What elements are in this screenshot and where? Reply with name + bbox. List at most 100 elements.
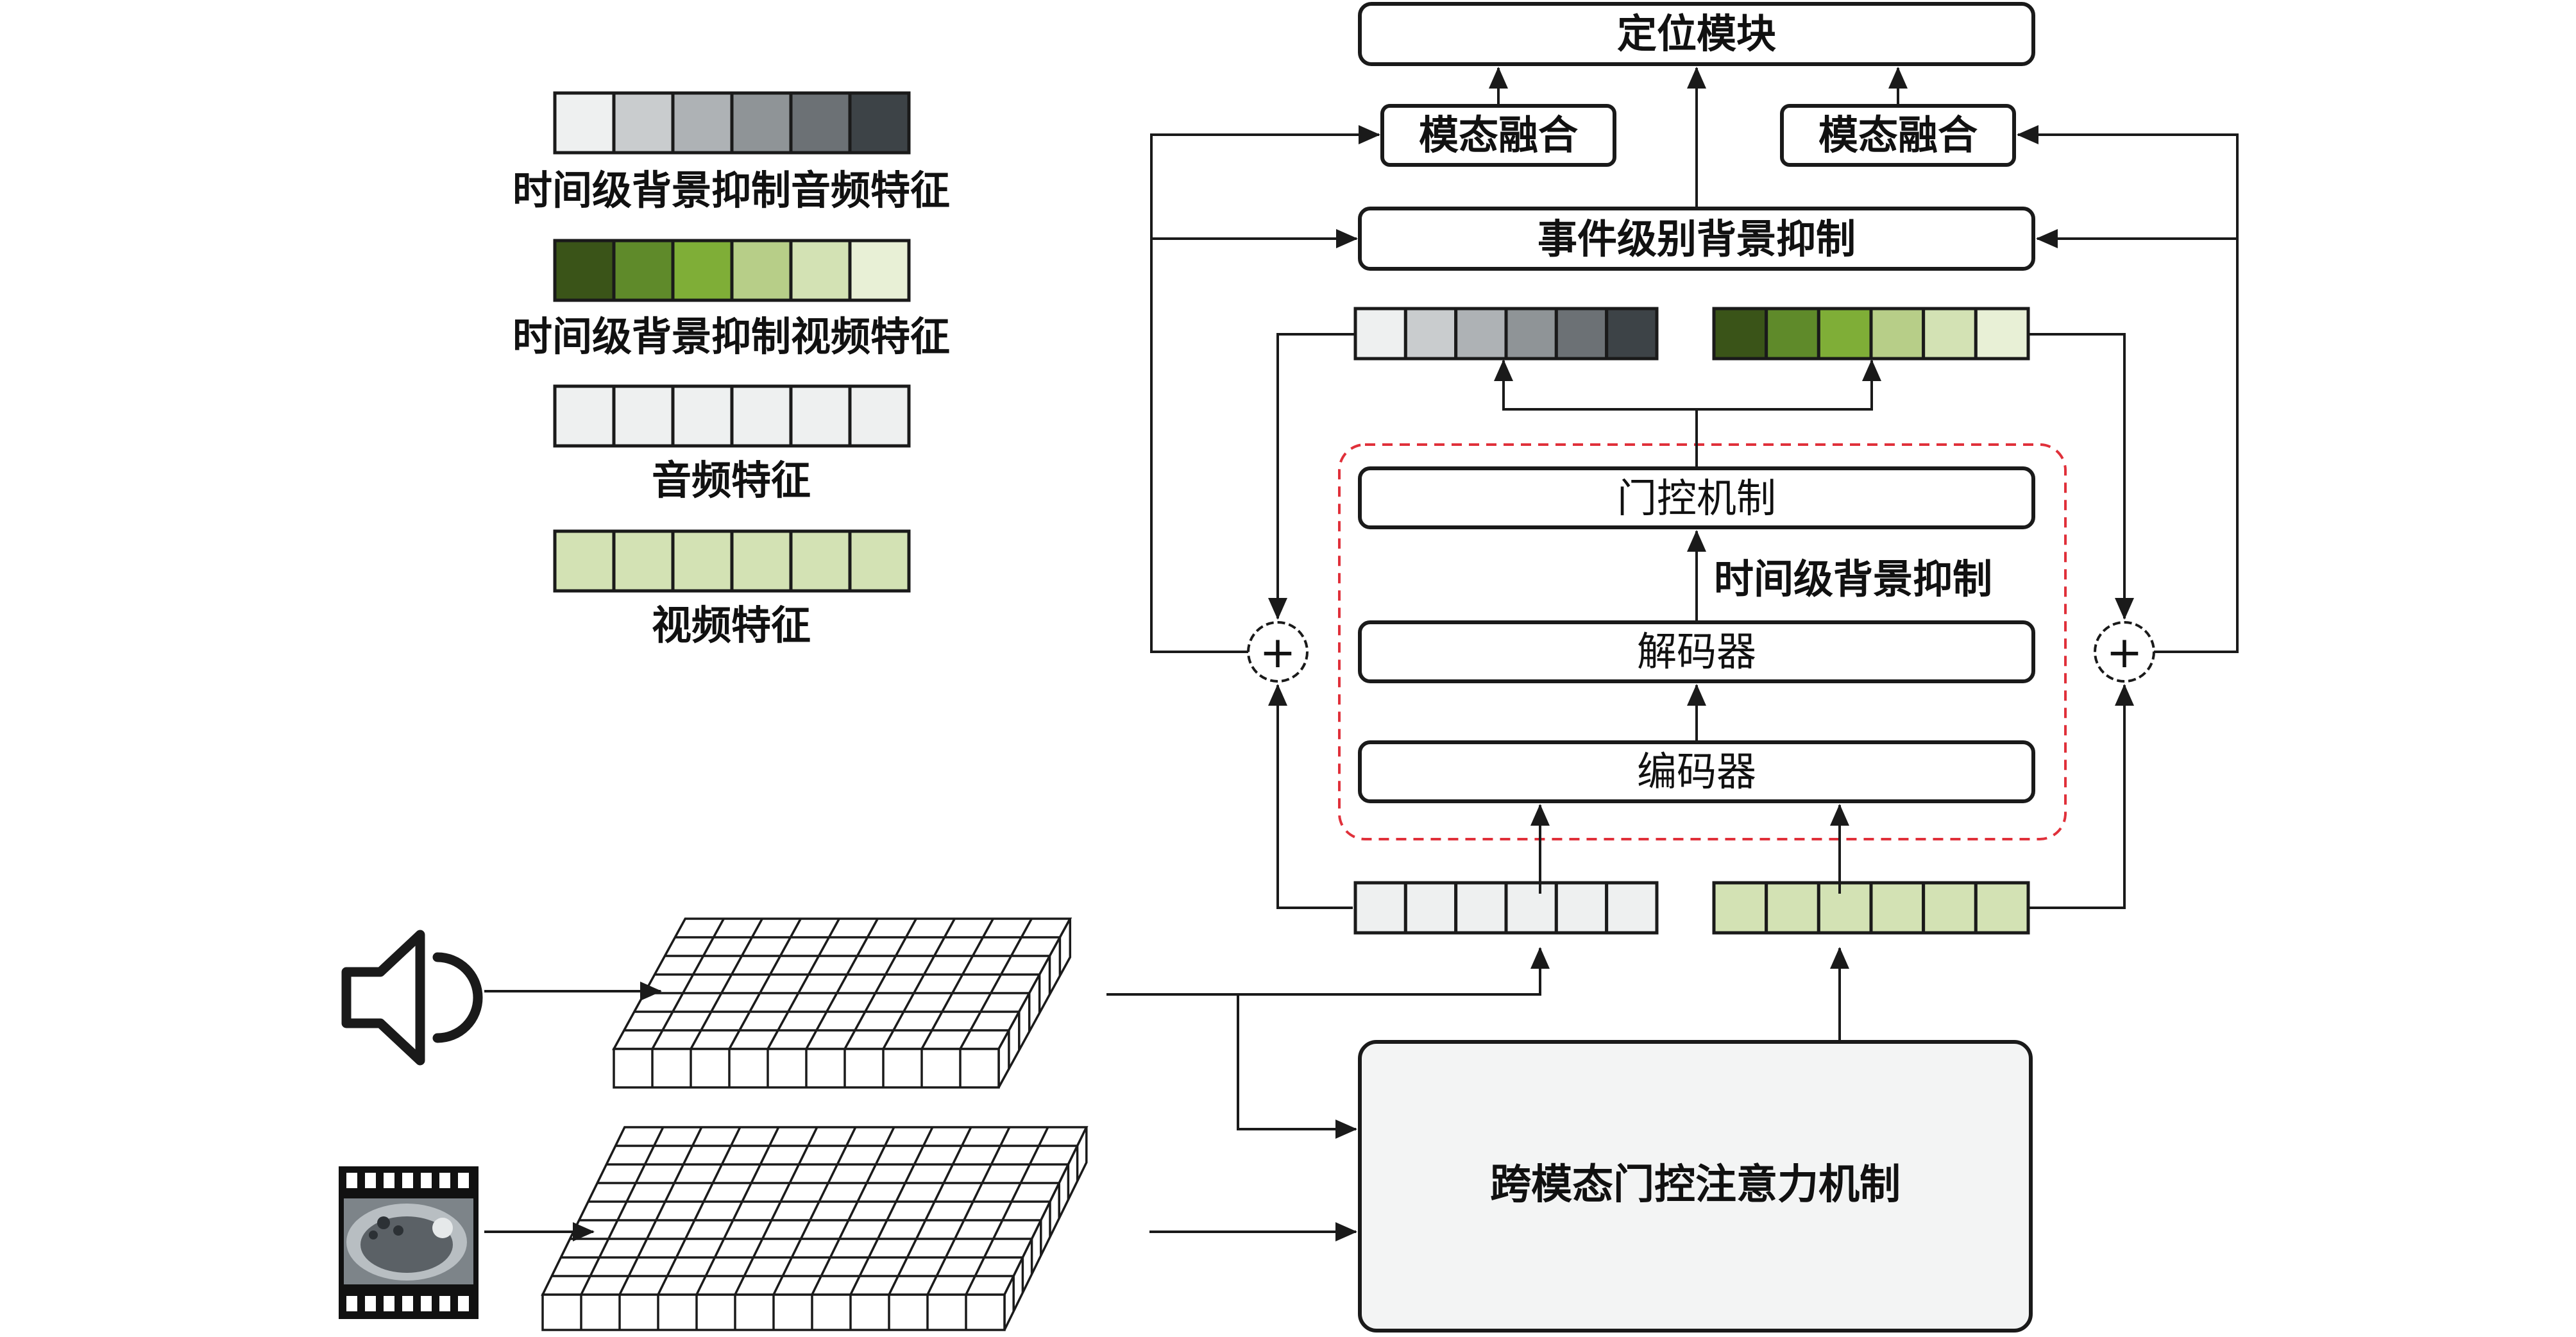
grid-line [695, 1127, 780, 1295]
feature-cell [730, 239, 793, 302]
feature-cell [1765, 307, 1820, 361]
legend-label: 音频特征 [652, 457, 811, 504]
grid-line [657, 1127, 741, 1295]
grid-line [690, 918, 763, 1050]
fusion-right-label: 模态融合 [1818, 112, 1978, 158]
encoder: 编码器 [1358, 740, 2035, 803]
legend: 时间级背景抑制音频特征 时间级背景抑制视频特征 音频特征 视频特征 [513, 91, 950, 649]
feature-cell [1403, 881, 1458, 935]
grid-line [926, 1127, 1011, 1295]
speaker-icon [341, 930, 483, 1066]
video-feature-grid [541, 1126, 1089, 1331]
legend-video-suppressed: 时间级背景抑制视频特征 [513, 239, 950, 360]
grid-line [843, 918, 917, 1050]
feature-cell [848, 91, 911, 155]
feature-cell [553, 384, 616, 448]
feature-cell [1554, 307, 1609, 361]
film-sprocket [346, 1173, 357, 1188]
film-sprocket [439, 1296, 450, 1311]
feature-cell [1922, 307, 1978, 361]
gating-label: 门控机制 [1617, 475, 1776, 522]
legend-video-feature: 视频特征 [553, 529, 911, 649]
film-sprocket [458, 1173, 469, 1188]
encoder-label: 编码器 [1637, 748, 1756, 795]
feature-cell [1353, 307, 1407, 361]
add-node-right: + [2094, 621, 2155, 683]
film-sprocket [365, 1173, 376, 1188]
feature-cell [730, 384, 793, 448]
feature-cell [730, 91, 793, 155]
video-feature [1712, 881, 2030, 935]
cross-modal-gated-attention: 跨模态门控注意力机制 [1358, 1040, 2033, 1333]
feature-cell [730, 529, 793, 593]
feature-cell [848, 239, 911, 302]
event-level-suppression: 事件级别背景抑制 [1358, 207, 2035, 271]
feature-cell [671, 529, 734, 593]
film-sprocket [365, 1296, 376, 1311]
event-suppress-label: 事件级别背景抑制 [1538, 216, 1856, 262]
add-symbol: + [1260, 627, 1296, 678]
legend-label: 时间级背景抑制视频特征 [513, 313, 950, 360]
fusion-left: 模态融合 [1380, 104, 1616, 167]
feature-cell [1817, 881, 1873, 935]
feature-cell [1403, 307, 1458, 361]
feature-cell [1869, 881, 1926, 935]
localization-module: 定位模块 [1358, 2, 2035, 66]
grid-line [651, 918, 725, 1050]
grid-line [959, 918, 1033, 1050]
feature-cell [671, 384, 734, 448]
grid-line [767, 918, 840, 1050]
feature-cell [1605, 881, 1659, 935]
suppression-module-boundary [1338, 443, 2067, 840]
suppressed-audio-feature [1353, 307, 1659, 361]
add-symbol: + [2106, 627, 2143, 678]
decoder: 解码器 [1358, 620, 2035, 683]
legend-label: 时间级背景抑制音频特征 [513, 167, 950, 214]
legend-audio-suppressed: 时间级背景抑制音频特征 [513, 91, 950, 214]
film-sprocket [346, 1296, 357, 1311]
feature-cell [1974, 307, 2030, 361]
time-suppress-label: 时间级背景抑制 [1714, 556, 1992, 602]
grid-line [728, 918, 802, 1050]
film-sprocket [421, 1296, 432, 1311]
grid-line [965, 1127, 1049, 1295]
feature-cell [671, 91, 734, 155]
audio-feature [1353, 881, 1659, 935]
audio-feature-grid [612, 917, 1072, 1089]
grid-line [888, 1127, 972, 1295]
add-node-left: + [1247, 621, 1309, 683]
feature-cell [789, 384, 852, 448]
grid-line [805, 918, 879, 1050]
film-sprocket [439, 1173, 450, 1188]
feature-cell [1712, 881, 1768, 935]
film-sprocket [421, 1173, 432, 1188]
feature-cell [1504, 307, 1558, 361]
feature-cell [789, 91, 852, 155]
feature-cell [789, 239, 852, 302]
feature-cell [1504, 881, 1558, 935]
feature-cell [1922, 881, 1978, 935]
grid-line [882, 918, 956, 1050]
feature-cell [1765, 881, 1820, 935]
feature-cell [789, 529, 852, 593]
feature-cell [1454, 881, 1508, 935]
grid-line [920, 918, 994, 1050]
localization-label: 定位模块 [1617, 10, 1776, 57]
feature-cell [1454, 307, 1508, 361]
grid-line [580, 1127, 665, 1295]
feature-cell [1554, 881, 1609, 935]
grid-line [811, 1127, 895, 1295]
grid-line [849, 1127, 934, 1295]
feature-cell [1712, 307, 1768, 361]
legend-audio-feature: 音频特征 [553, 384, 911, 504]
feature-cell [612, 91, 675, 155]
feature-cell [1974, 881, 2030, 935]
film-sprocket [402, 1173, 413, 1188]
film-sprocket [384, 1173, 394, 1188]
feature-cell [612, 239, 675, 302]
feature-cell [671, 239, 734, 302]
decoder-label: 解码器 [1637, 628, 1756, 675]
suppressed-video-feature [1712, 307, 2030, 361]
